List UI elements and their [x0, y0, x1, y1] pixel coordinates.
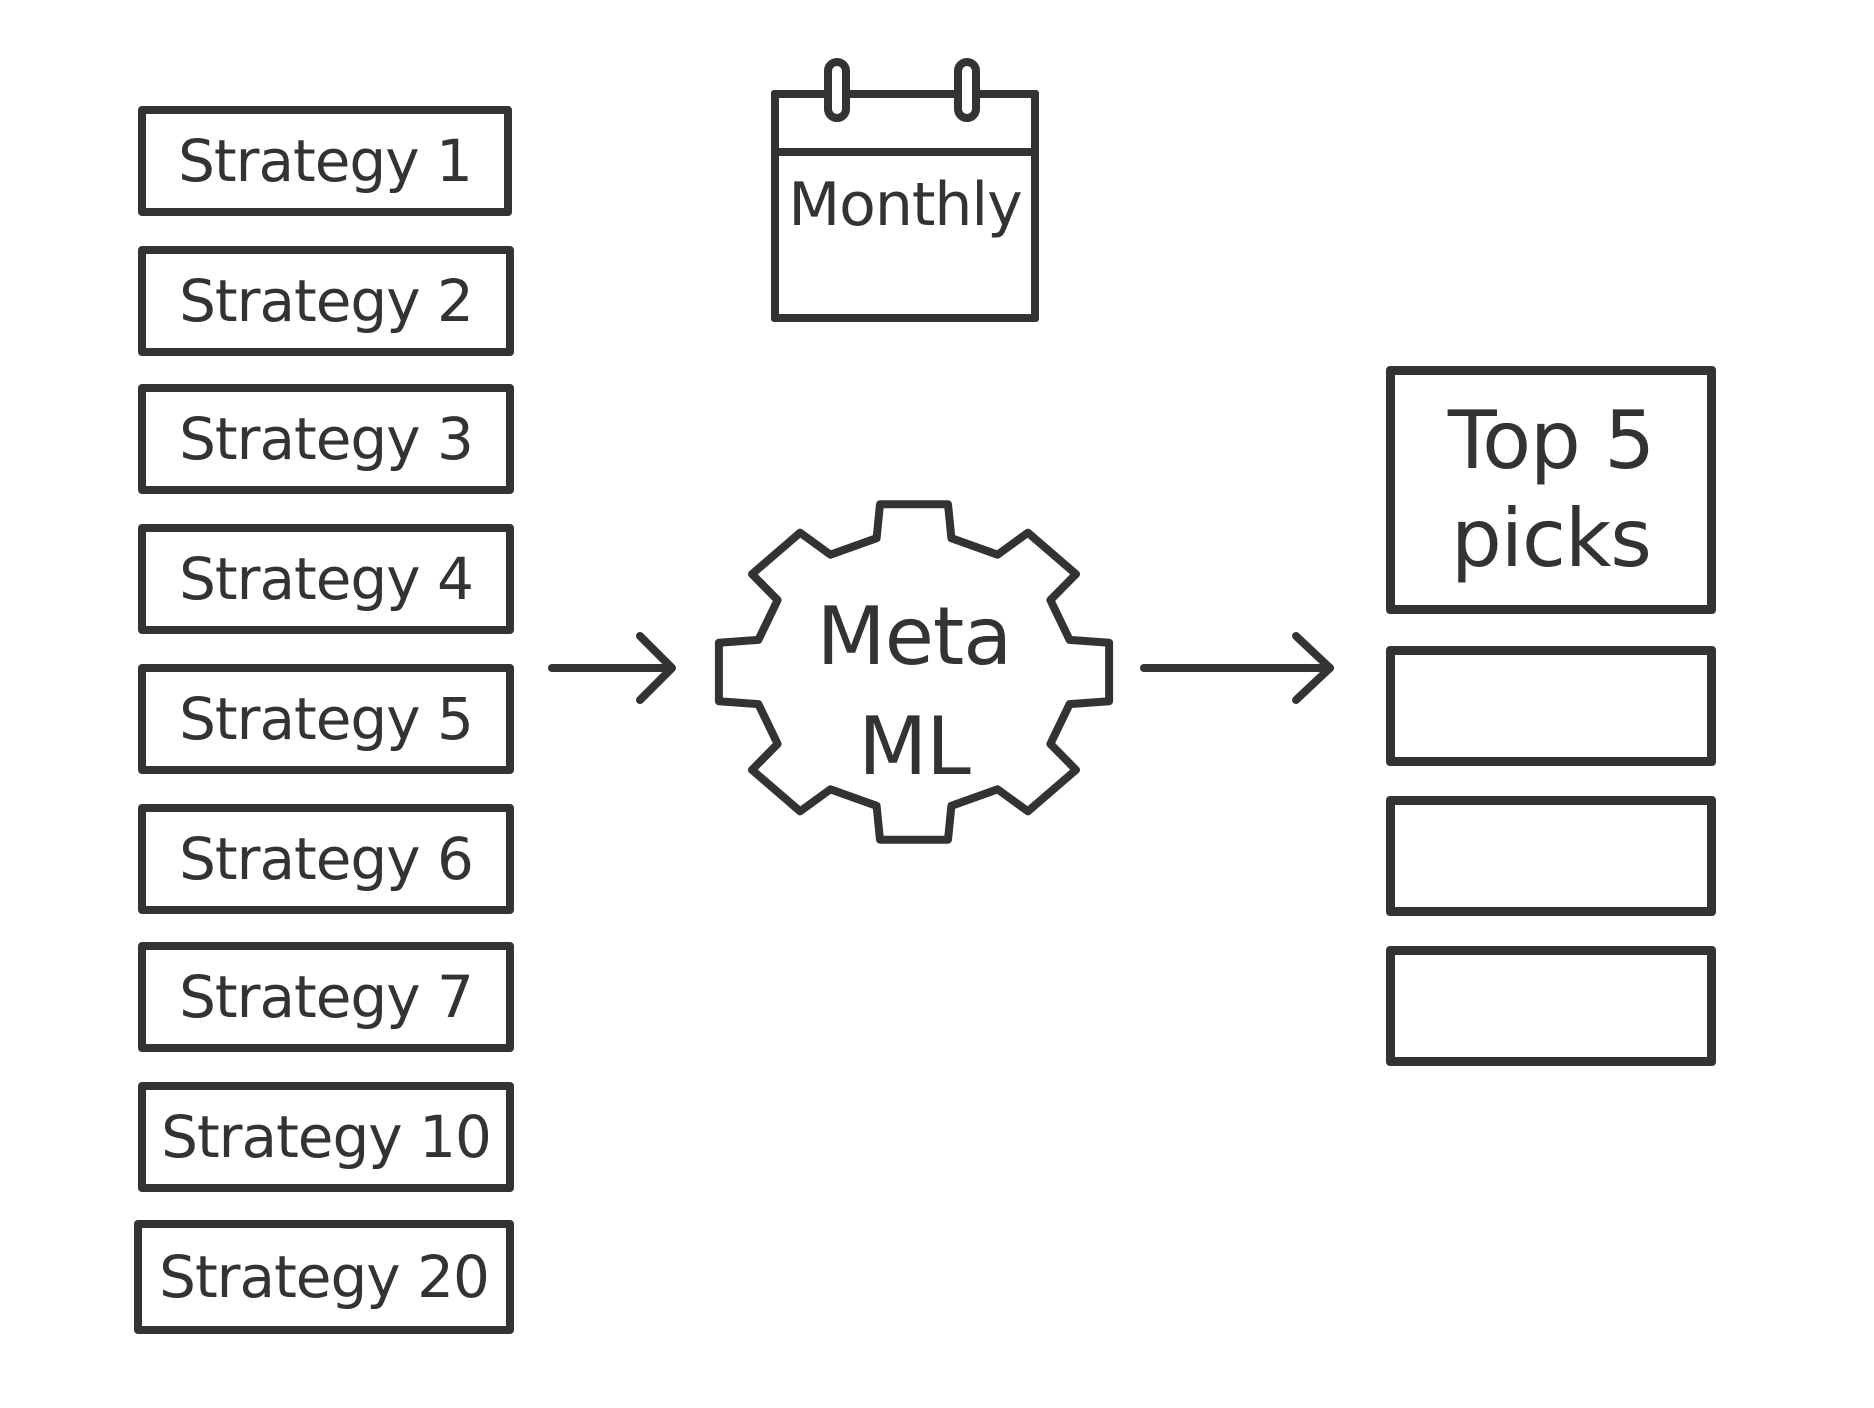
arrow-to-top-picks: [1140, 632, 1334, 704]
pick-slot-1: [1386, 646, 1716, 766]
calendar-header-line: [779, 148, 1031, 156]
strategy-box-5: Strategy 5: [138, 664, 514, 774]
calendar-ring-left: [824, 58, 850, 122]
calendar-icon: Monthly: [771, 58, 1039, 322]
strategy-box-3: Strategy 3: [138, 384, 514, 494]
strategy-box-2: Strategy 2: [138, 246, 514, 356]
strategy-box-7: Strategy 7: [138, 942, 514, 1052]
strategy-box-20: Strategy 20: [134, 1220, 514, 1334]
calendar-label: Monthly: [788, 170, 1022, 240]
top-picks-box: Top 5 picks: [1386, 366, 1716, 614]
top-picks-title-line-1: Top 5: [1447, 394, 1655, 487]
calendar-ring-right: [954, 58, 980, 122]
gear-icon: [714, 500, 1114, 844]
top-picks-title-line-2: picks: [1450, 492, 1652, 585]
strategy-box-4: Strategy 4: [138, 524, 514, 634]
strategy-box-6: Strategy 6: [138, 804, 514, 914]
meta-ml-gear: Meta ML: [714, 462, 1114, 882]
pick-slot-2: [1386, 796, 1716, 916]
strategy-box-10: Strategy 10: [138, 1082, 514, 1192]
pick-slot-3: [1386, 946, 1716, 1066]
meta-ml-label: Meta ML: [714, 582, 1114, 802]
meta-ml-line-1: Meta: [816, 590, 1013, 683]
calendar-body: [771, 90, 1039, 322]
arrow-to-meta-ml: [548, 632, 676, 704]
meta-ml-line-2: ML: [858, 700, 971, 793]
strategy-box-1: Strategy 1: [138, 106, 512, 216]
